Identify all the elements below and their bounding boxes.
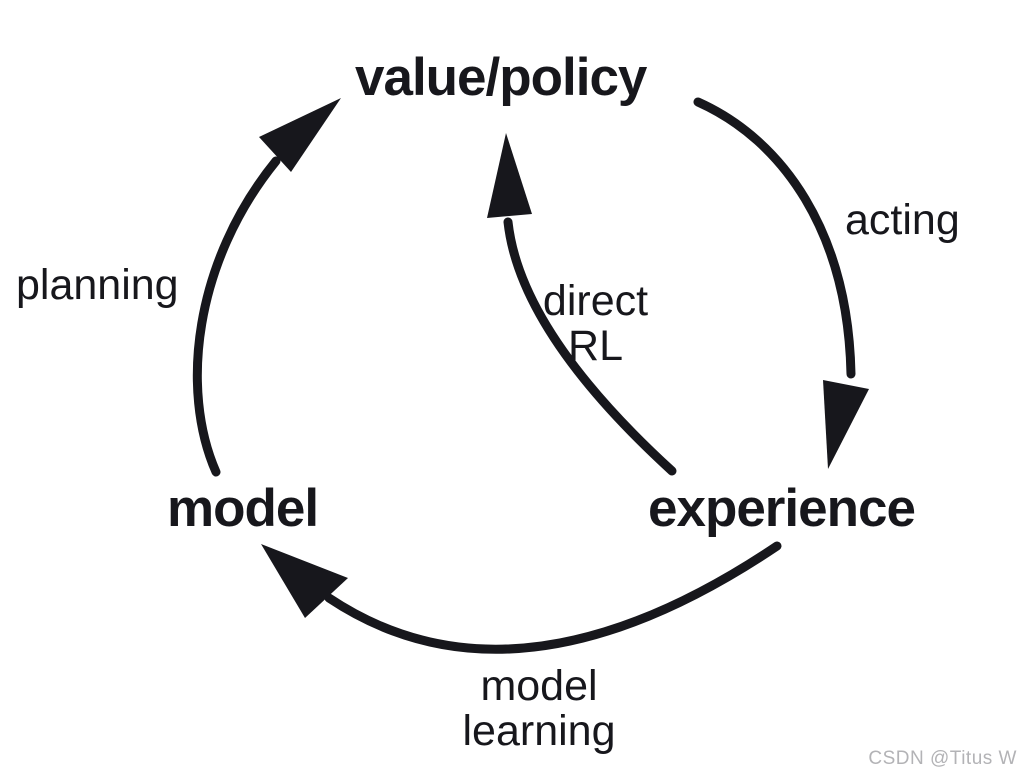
edge-label-model-learning: model learning	[425, 662, 653, 756]
edge-label-planning: planning	[16, 261, 179, 309]
planning-arrow	[192, 98, 341, 477]
model-learning-arrow	[261, 541, 782, 654]
edge-label-acting: acting	[845, 196, 960, 244]
direct-rl-arrow	[487, 133, 677, 476]
model-learning-arrowhead-icon	[261, 544, 348, 618]
node-experience: experience	[648, 479, 916, 538]
planning-arrowhead-icon	[259, 98, 341, 172]
node-value-policy: value/policy	[355, 48, 647, 107]
direct-rl-arrowhead-icon	[487, 133, 532, 218]
acting-arrowhead-icon	[823, 380, 869, 469]
node-model: model	[167, 479, 319, 538]
edge-label-direct-rl-line1: direct	[542, 277, 649, 325]
acting-arrow	[693, 97, 869, 469]
edge-label-direct-rl-line2: RL	[568, 322, 623, 371]
edge-label-model-learning-line2: learning	[462, 707, 616, 756]
edge-label-direct-rl: direct RL	[508, 277, 683, 371]
csdn-watermark: CSDN @Titus W	[868, 748, 1017, 769]
edge-label-model-learning-line1: model	[480, 662, 598, 710]
